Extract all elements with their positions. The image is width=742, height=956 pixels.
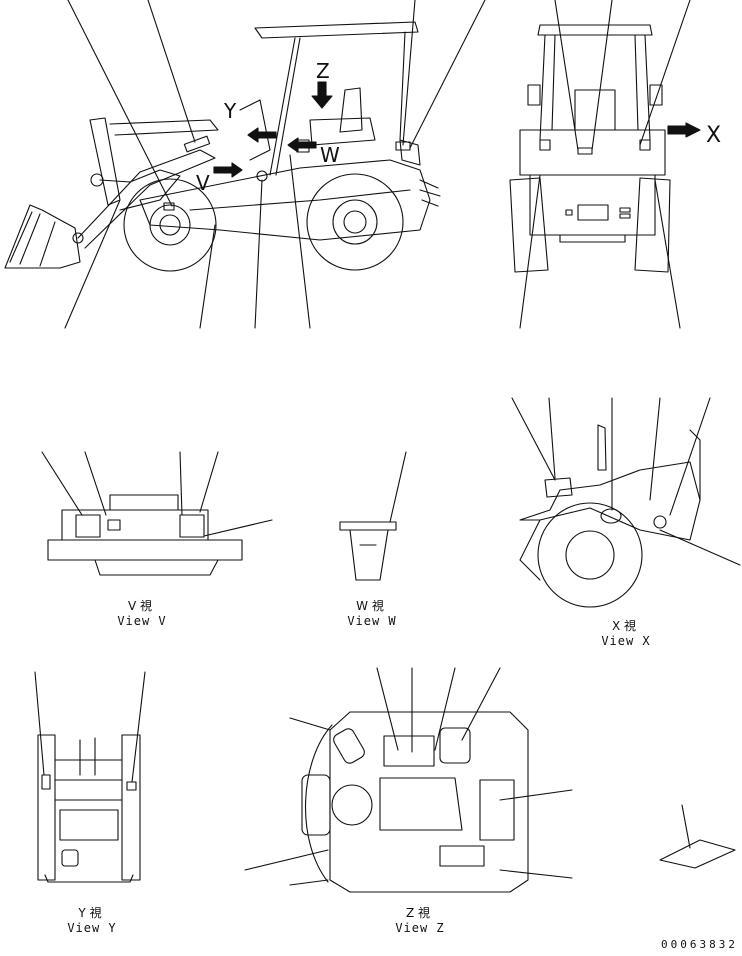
arrow-letter-y: Y: [223, 99, 237, 123]
arrow-letter-v: V: [196, 171, 210, 195]
view-x-kanji: X 視: [611, 619, 637, 633]
view-y-caption: View Y: [67, 921, 117, 935]
view-z-kanji: Z 視: [405, 906, 431, 920]
arrow-letter-w: W: [320, 143, 340, 167]
view-x-drawing: [511, 397, 741, 608]
view-y-drawing: [34, 671, 146, 883]
rear-view-loader: [509, 0, 701, 329]
view-z-drawing: [244, 667, 573, 893]
view-w-kanji: W 視: [356, 599, 384, 613]
view-v-drawing: [41, 451, 273, 576]
view-y-kanji: Y 視: [78, 906, 102, 920]
view-v-kanji: V 視: [127, 599, 153, 613]
view-w-caption: View W: [347, 614, 397, 628]
view-v-caption: View V: [117, 614, 167, 628]
view-x-caption: View X: [601, 634, 651, 648]
side-view-loader: [4, 0, 486, 329]
arrow-letter-x: X: [706, 123, 721, 148]
label-decal-sketch: [659, 804, 736, 869]
view-z-caption: View Z: [395, 921, 445, 935]
arrow-letters: Y Z V W: [196, 59, 340, 195]
view-w-drawing: [339, 451, 407, 581]
arrow-letter-z: Z: [316, 59, 330, 83]
document-number: 00063832: [661, 938, 738, 951]
